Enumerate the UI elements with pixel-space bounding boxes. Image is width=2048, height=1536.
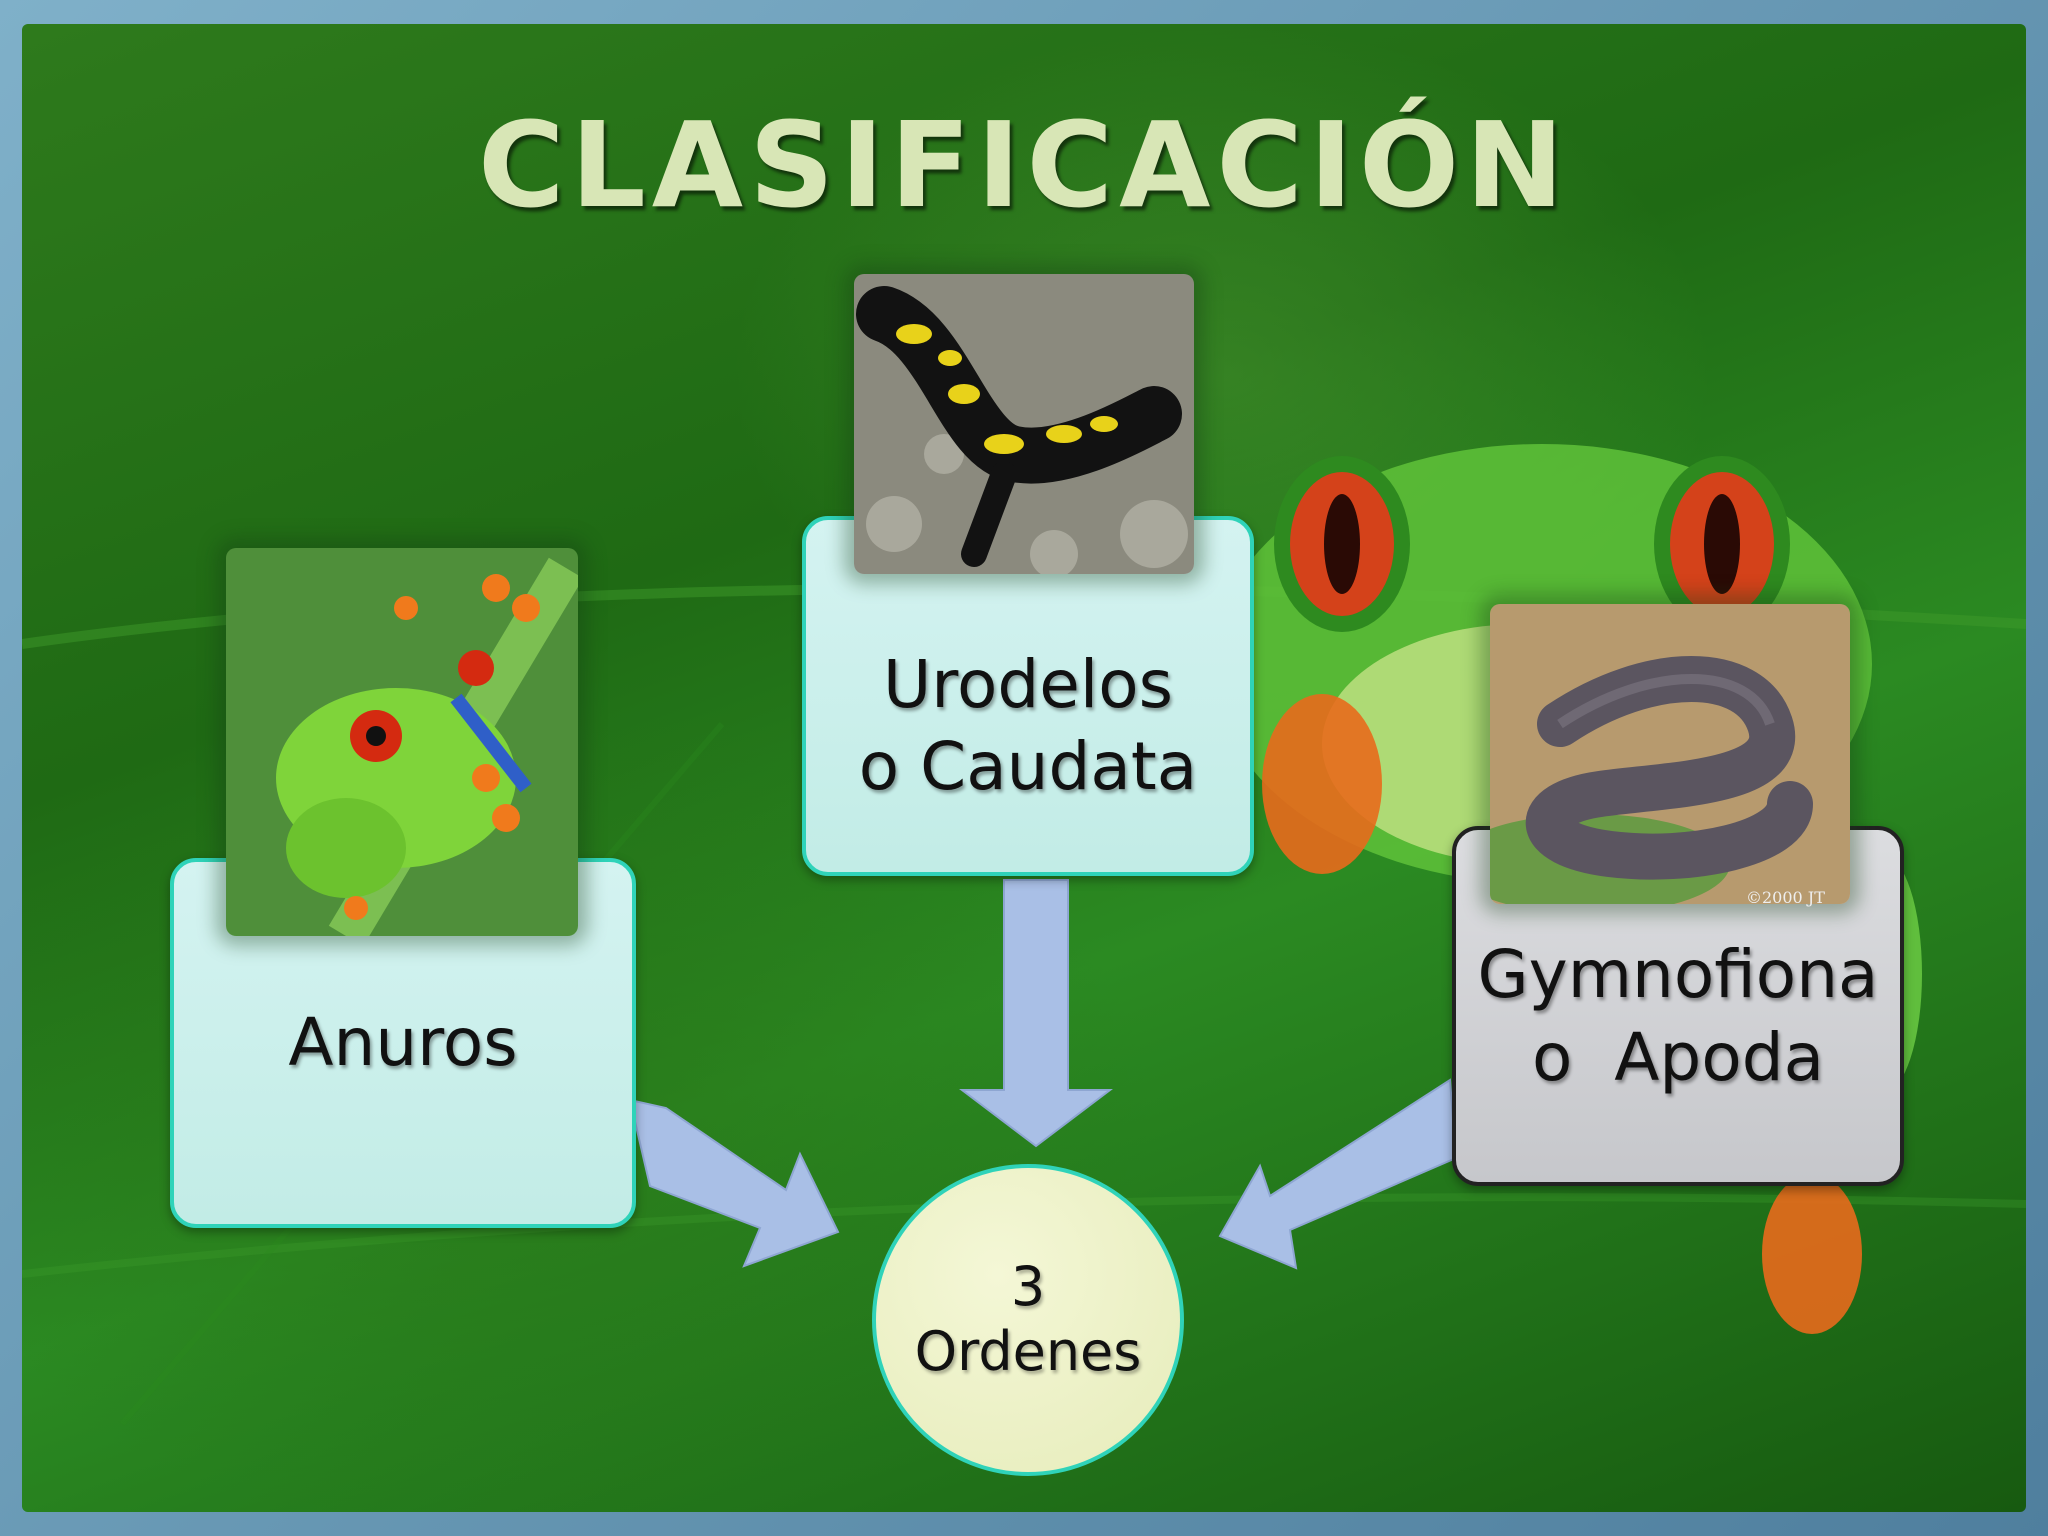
order-box-urodelos: Urodelos o Caudata <box>802 516 1254 876</box>
order-label-gymnofiona-2: o Apoda <box>1531 1018 1825 1096</box>
order-label-gymnofiona-1: Gymnofiona <box>1477 936 1879 1013</box>
center-circle: 3 Ordenes <box>872 1164 1184 1476</box>
center-count: 3 <box>1010 1255 1046 1319</box>
photo-watermark: ©2000 JT <box>1746 888 1825 907</box>
caecilian-photo <box>1490 604 1850 904</box>
center-label: Ordenes <box>914 1320 1142 1383</box>
arrow-anuros <box>628 1098 840 1268</box>
order-label-anuros: Anuros <box>288 1003 518 1081</box>
arrow-gymnofiona <box>1218 1078 1458 1270</box>
arrow-urodelos <box>959 879 1113 1148</box>
slide-title: CLASIFICACIÓN <box>477 96 1570 234</box>
order-label-urodelos-1: Urodelos <box>883 645 1173 723</box>
salamander-photo <box>854 274 1194 574</box>
order-label-urodelos-2: o Caudata <box>858 728 1198 805</box>
tree-frog-photo <box>226 548 578 936</box>
